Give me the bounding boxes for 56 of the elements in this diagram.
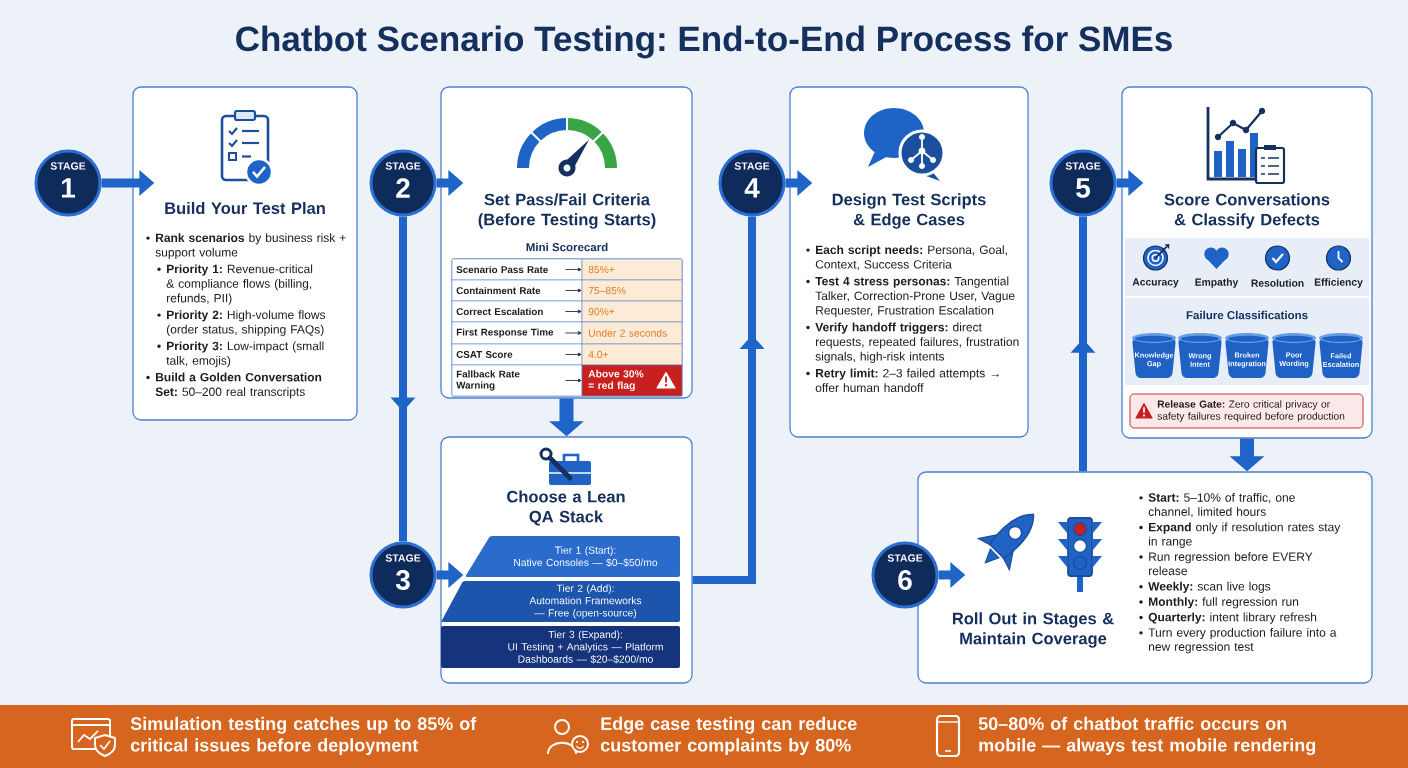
arrow [564, 288, 582, 293]
icon-label: Resolution [1251, 279, 1304, 287]
card-title: Design Test Scripts & Edge Cases [832, 193, 986, 229]
stage-badge: STAGE 3 [369, 541, 437, 609]
table-cell: Under 2 seconds [581, 321, 683, 345]
bullet-text: Weekly: scan live logs [1148, 581, 1271, 593]
bullet-text: Turn every production failure into a new regression test [1148, 627, 1337, 654]
stage-badge: STAGE 5 [1049, 149, 1117, 217]
card-title: Choose a Lean QA Stack [507, 490, 625, 526]
card-title: Score Conversations & Classify Defects [1164, 193, 1330, 229]
table-cell: Correct Escalation [451, 300, 583, 323]
footer-text: 50–80% of chatbot traffic occurs on mobile — always test mobile rendering [978, 716, 1316, 756]
arrow [564, 267, 582, 272]
table-cell: First Response Time [451, 321, 583, 345]
table-cell: 90%+ [581, 300, 683, 323]
card-title: Build Your Test Plan [165, 201, 325, 215]
bullet-text: Priority 1: Revenue-critical & compliance flows (billing, refunds, PII) [166, 264, 313, 305]
bullet-text: Quarterly: intent library refresh [1148, 612, 1317, 624]
pyramid-tier: Tier 2 (Add): Automation Frameworks — Free (open-source) [441, 581, 680, 622]
footer-text: Edge case testing can reduce customer complaints by 80% [600, 716, 857, 756]
table-heading: Mini Scorecard [526, 242, 608, 252]
bullet-text: Rank scenarios by business risk + support volume [155, 233, 346, 259]
alert-box: Release Gate: Zero critical privacy or safety failures required before production [1129, 393, 1364, 429]
stage-badge: STAGE 1 [34, 149, 102, 217]
stage-badge: STAGE 6 [871, 541, 939, 609]
bullet-text: Verify handoff triggers: direct requests, repeated failures, frustration signals, high-risk intents [815, 322, 1019, 363]
table-cell: Fallback Rate Warning [451, 364, 583, 397]
table-cell: 4.0+ [581, 343, 683, 366]
arrow [564, 352, 582, 357]
icon-label: Empathy [1195, 278, 1239, 288]
stage-badge: STAGE 2 [369, 149, 437, 217]
card-title: Set Pass/Fail Criteria (Before Testing Starts) [478, 193, 656, 229]
page-title: Chatbot Scenario Testing: End-to-End Process for SMEs [236, 25, 1172, 59]
bullet-text: Priority 2: High-volume flows (order status, shipping FAQs) [166, 310, 326, 336]
icon-label: Accuracy [1132, 278, 1179, 288]
bullet-text: Expand only if resolution rates stay in range [1149, 522, 1341, 548]
arrow [564, 331, 582, 335]
table-cell: Containment Rate [451, 279, 583, 302]
bullet-text: Priority 3: Low-impact (small talk, emojis) [166, 341, 324, 368]
table-cell: CSAT Score [451, 343, 583, 366]
arrow [564, 378, 582, 383]
bullet-text: Build a Golden Conversation Set: 50–200 real transcripts [155, 372, 322, 399]
table-cell: 85%+ [581, 258, 683, 281]
bullet-text: Each script needs: Persona, Goal, Context, Success Criteria [815, 245, 1007, 271]
bullet-text: Retry limit: 2–3 failed attempts → offer human handoff [815, 368, 999, 392]
table-cell: Scenario Pass Rate [451, 258, 583, 281]
footer-text: Simulation testing catches up to 85% of critical issues before deployment [130, 716, 477, 756]
band-heading: Failure Classifications [1186, 310, 1308, 320]
table-cell: 75–85% [581, 279, 683, 302]
arrow [564, 309, 582, 314]
table-cell: Above 30% = red flag [581, 364, 683, 397]
bullet-text: Monthly: full regression run [1149, 597, 1299, 609]
pyramid-tier: Tier 3 (Expand): UI Testing + Analytics — Platform Dashboards — $20–$200/mo [441, 626, 680, 668]
icon-label: Efficiency [1314, 278, 1363, 288]
stage-badge: STAGE 4 [718, 149, 786, 217]
card-title: Roll Out in Stages & Maintain Coverage [953, 612, 1114, 648]
